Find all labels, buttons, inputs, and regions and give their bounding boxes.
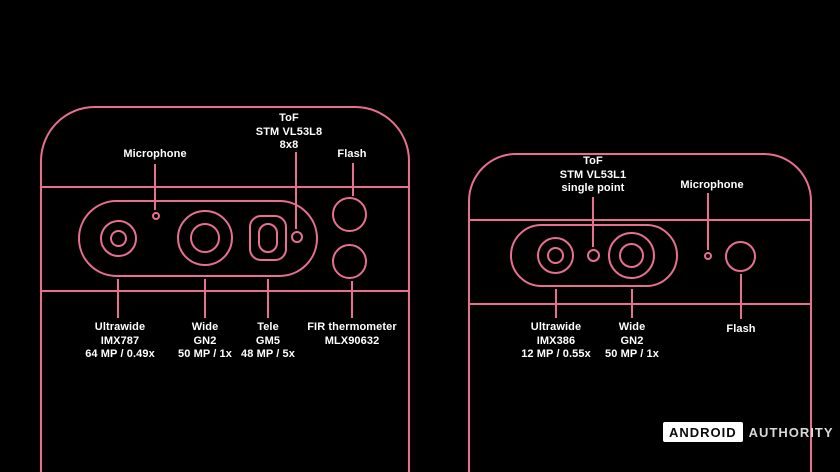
label-right-microphone: Microphone	[652, 179, 772, 193]
right-ultrawide-lens-inner	[547, 247, 564, 264]
leader-line-right-flash	[740, 274, 742, 319]
left-fir-thermometer	[332, 244, 367, 279]
left-camera-bar-top-line	[40, 186, 410, 188]
label-line: ToF	[279, 112, 299, 124]
label-line: 50 MP / 1x	[605, 348, 659, 360]
label-right-ultrawide: Ultrawide IMX386 12 MP / 0.55x	[491, 321, 621, 362]
label-line: ToF	[583, 155, 603, 167]
label-line: Microphone	[680, 179, 744, 191]
left-camera-visor	[78, 200, 318, 277]
label-line: FIR thermometer	[307, 321, 397, 333]
left-phone-outline	[40, 106, 410, 472]
leader-line-left-wide	[204, 279, 206, 318]
right-microphone-dot	[704, 252, 712, 260]
label-line: Ultrawide	[94, 321, 146, 333]
leader-line-left-tof	[295, 152, 297, 229]
right-camera-bar-top-line	[468, 219, 812, 221]
label-left-tof: ToF STM VL53L8 8x8	[226, 112, 352, 153]
leader-line-right-wide	[631, 289, 633, 318]
left-flash-led	[332, 197, 367, 232]
label-line: GN2	[620, 334, 644, 347]
label-line: 50 MP / 1x	[178, 348, 232, 360]
right-flash-led	[725, 241, 756, 272]
label-line: Wide	[618, 321, 646, 333]
label-left-ultrawide: Ultrawide IMX787 64 MP / 0.49x	[55, 321, 185, 362]
label-line: Flash	[337, 148, 367, 160]
logo-authority-text: AUTHORITY	[748, 424, 834, 440]
right-tof-sensor	[587, 249, 600, 262]
label-left-fir-thermometer: FIR thermometer MLX90632	[282, 321, 422, 348]
label-line: GN2	[193, 334, 217, 347]
label-line: Microphone	[123, 148, 187, 160]
label-line: 12 MP / 0.55x	[521, 348, 591, 360]
label-line: IMX386	[536, 334, 576, 347]
right-wide-lens	[608, 232, 655, 279]
leader-line-right-tof	[592, 197, 594, 247]
leader-line-right-microphone	[707, 193, 709, 250]
label-line: Flash	[726, 323, 756, 335]
label-line: single point	[561, 182, 625, 194]
left-tele-lens	[249, 215, 287, 261]
label-line: Ultrawide	[530, 321, 582, 333]
label-line: 8x8	[279, 139, 299, 151]
label-line: 48 MP / 5x	[241, 348, 295, 360]
left-tof-sensor	[291, 231, 303, 243]
android-authority-logo: ANDROID AUTHORITY	[663, 422, 834, 442]
label-right-wide: Wide GN2 50 MP / 1x	[567, 321, 697, 362]
label-line: STM VL53L1	[559, 168, 627, 181]
label-line: STM VL53L8	[255, 125, 323, 138]
left-wide-lens-inner	[190, 223, 220, 253]
label-right-flash: Flash	[681, 323, 801, 337]
leader-line-left-microphone	[154, 164, 156, 210]
leader-line-left-flash	[352, 163, 354, 196]
label-left-microphone: Microphone	[95, 148, 215, 162]
label-line: Tele	[257, 321, 279, 333]
label-left-tele: Tele GM5 48 MP / 5x	[203, 321, 333, 362]
right-phone-outline	[468, 153, 812, 472]
logo-android-badge: ANDROID	[663, 422, 743, 442]
label-left-flash: Flash	[296, 148, 408, 162]
leader-line-left-fir	[351, 281, 353, 318]
left-ultrawide-lens-inner	[110, 230, 127, 247]
label-line: MLX90632	[324, 334, 380, 347]
leader-line-left-ultrawide	[117, 279, 119, 318]
left-wide-lens	[177, 210, 233, 266]
leader-line-right-ultrawide	[555, 289, 557, 318]
left-camera-bar-bottom-line	[40, 290, 410, 292]
label-left-wide: Wide GN2 50 MP / 1x	[140, 321, 270, 362]
right-camera-bar-bottom-line	[468, 303, 812, 305]
label-line: IMX787	[100, 334, 140, 347]
label-line: Wide	[191, 321, 219, 333]
left-tele-lens-inner	[258, 223, 278, 253]
label-right-tof: ToF STM VL53L1 single point	[523, 155, 663, 196]
leader-line-left-tele	[267, 279, 269, 318]
left-ultrawide-lens	[100, 220, 137, 257]
label-line: GM5	[255, 334, 281, 347]
right-ultrawide-lens	[537, 237, 574, 274]
label-line: 64 MP / 0.49x	[85, 348, 155, 360]
left-microphone-dot	[152, 212, 160, 220]
right-camera-visor	[510, 224, 678, 287]
right-wide-lens-inner	[619, 243, 644, 268]
